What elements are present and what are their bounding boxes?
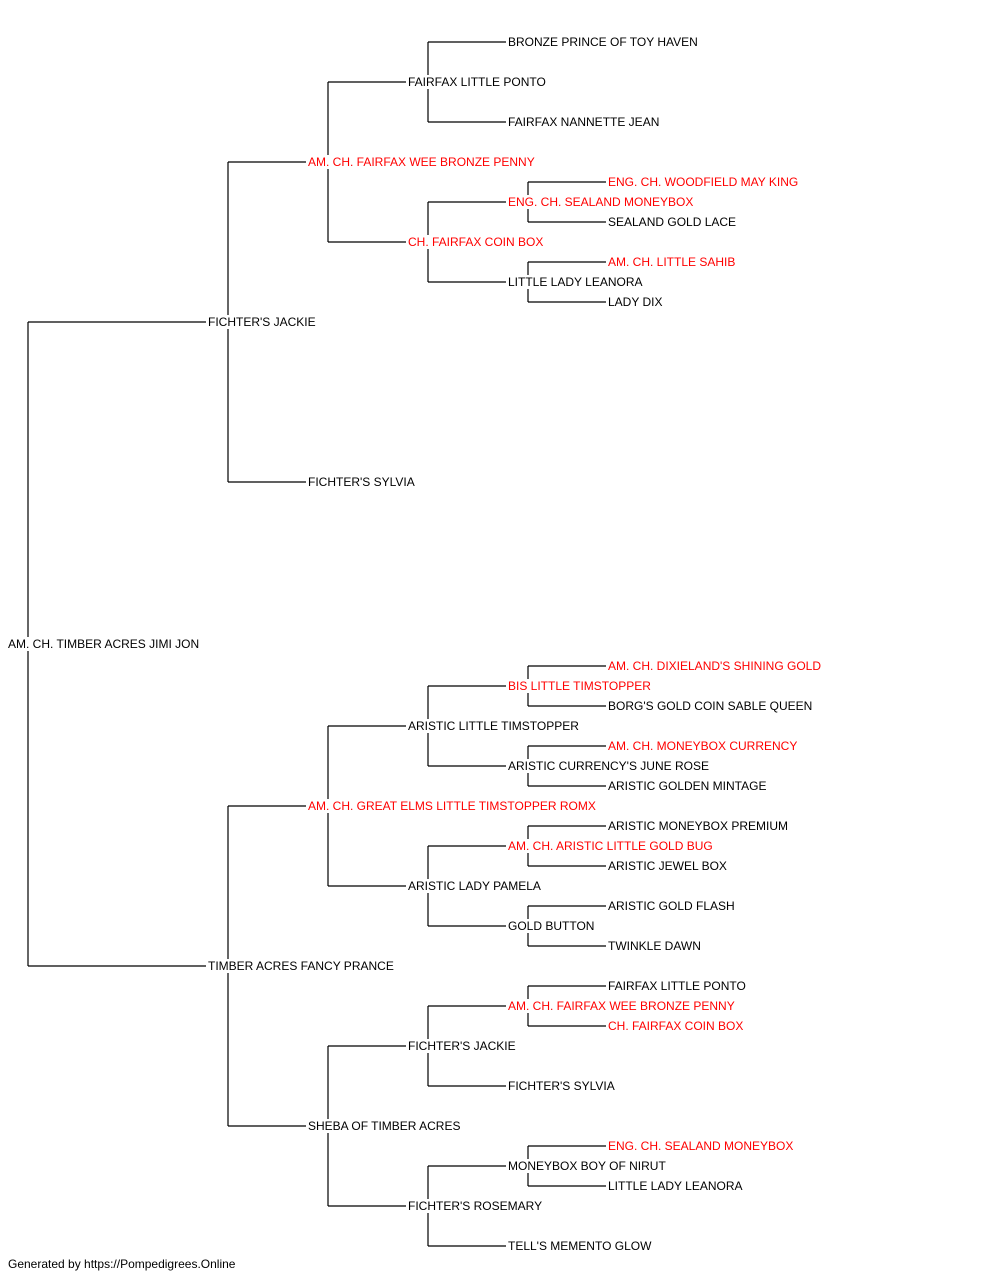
pedigree-entry-gen5: ENG. CH. SEALAND MONEYBOX	[608, 1139, 794, 1153]
pedigree-entry-gen1: TIMBER ACRES FANCY PRANCE	[208, 959, 394, 973]
pedigree-entry-gen5: TWINKLE DAWN	[608, 939, 701, 953]
pedigree-entry-gen3: FICHTER'S JACKIE	[408, 1039, 516, 1053]
pedigree-entry-gen2: AM. CH. GREAT ELMS LITTLE TIMSTOPPER ROM…	[308, 799, 596, 813]
pedigree-entry-gen4: ARISTIC CURRENCY'S JUNE ROSE	[508, 759, 709, 773]
pedigree-entry-gen4: AM. CH. ARISTIC LITTLE GOLD BUG	[508, 839, 713, 853]
pedigree-entry-gen4: BRONZE PRINCE OF TOY HAVEN	[508, 35, 698, 49]
pedigree-entry-gen5: FAIRFAX LITTLE PONTO	[608, 979, 746, 993]
pedigree-entry-gen5: ARISTIC GOLD FLASH	[608, 899, 735, 913]
pedigree-entry-gen2: AM. CH. FAIRFAX WEE BRONZE PENNY	[308, 155, 535, 169]
pedigree-entry-gen5: AM. CH. LITTLE SAHIB	[608, 255, 736, 269]
pedigree-entry-gen4: TELL'S MEMENTO GLOW	[508, 1239, 652, 1253]
pedigree-entry-gen4: FAIRFAX NANNETTE JEAN	[508, 115, 660, 129]
pedigree-entry-gen5: BORG'S GOLD COIN SABLE QUEEN	[608, 699, 813, 713]
pedigree-entry-gen5: ARISTIC GOLDEN MINTAGE	[608, 779, 767, 793]
pedigree-entry-gen3: CH. FAIRFAX COIN BOX	[408, 235, 544, 249]
pedigree-entry-gen5: AM. CH. MONEYBOX CURRENCY	[608, 739, 798, 753]
pedigree-entry-gen4: BIS LITTLE TIMSTOPPER	[508, 679, 651, 693]
pedigree-entry-gen4: LITTLE LADY LEANORA	[508, 275, 643, 289]
pedigree-entry-gen5: CH. FAIRFAX COIN BOX	[608, 1019, 744, 1033]
pedigree-entry-gen2: SHEBA OF TIMBER ACRES	[308, 1119, 461, 1133]
pedigree-entry-gen5: LADY DIX	[608, 295, 663, 309]
pedigree-entry-gen5: ARISTIC MONEYBOX PREMIUM	[608, 819, 789, 833]
pedigree-entry-gen5: AM. CH. DIXIELAND'S SHINING GOLD	[608, 659, 821, 673]
pedigree-entry-gen4: MONEYBOX BOY OF NIRUT	[508, 1159, 666, 1173]
pedigree-entry-gen5: ARISTIC JEWEL BOX	[608, 859, 727, 873]
pedigree-entry-gen2: FICHTER'S SYLVIA	[308, 475, 415, 489]
pedigree-entry-gen3: ARISTIC LITTLE TIMSTOPPER	[408, 719, 579, 733]
pedigree-entry-gen1: FICHTER'S JACKIE	[208, 315, 316, 329]
pedigree-entry-gen4: GOLD BUTTON	[508, 919, 595, 933]
pedigree-entry-gen0: AM. CH. TIMBER ACRES JIMI JON	[8, 637, 200, 651]
pedigree-entry-gen4: AM. CH. FAIRFAX WEE BRONZE PENNY	[508, 999, 735, 1013]
pedigree-entry-gen3: FICHTER'S ROSEMARY	[408, 1199, 543, 1213]
pedigree-entry-gen5: SEALAND GOLD LACE	[608, 215, 737, 229]
pedigree-entry-gen5: LITTLE LADY LEANORA	[608, 1179, 743, 1193]
pedigree-entry-gen4: ENG. CH. SEALAND MONEYBOX	[508, 195, 694, 209]
pedigree-entry-gen5: ENG. CH. WOODFIELD MAY KING	[608, 175, 799, 189]
pedigree-entry-gen3: ARISTIC LADY PAMELA	[408, 879, 541, 893]
pedigree-entry-gen3: FAIRFAX LITTLE PONTO	[408, 75, 546, 89]
pedigree-entry-gen4: FICHTER'S SYLVIA	[508, 1079, 615, 1093]
footer-credit: Generated by https://Pompedigrees.Online	[8, 1257, 236, 1271]
